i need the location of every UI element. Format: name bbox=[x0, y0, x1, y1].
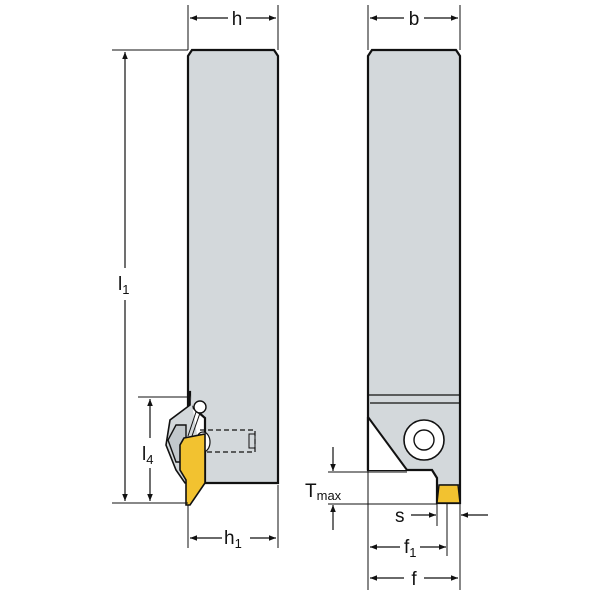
holder-shank-side bbox=[186, 48, 280, 485]
dim-label-b: b bbox=[409, 9, 420, 30]
front-view bbox=[366, 48, 462, 505]
dimensions-left: h l1 l4 h1 bbox=[112, 5, 279, 551]
clamp-lever-knob bbox=[193, 400, 207, 414]
dim-label-s: s bbox=[395, 506, 405, 527]
dim-label-h: h bbox=[232, 9, 243, 30]
dim-label-f: f bbox=[411, 569, 417, 590]
insert-front bbox=[436, 484, 461, 504]
dim-label-h1: h1 bbox=[224, 528, 242, 551]
dim-label-l1: l1 bbox=[118, 274, 129, 297]
chamfer-face bbox=[368, 397, 407, 470]
insert-side bbox=[179, 433, 206, 506]
clamp-screw-head bbox=[403, 419, 445, 461]
dim-label-f1: f1 bbox=[404, 537, 417, 560]
dim-label-tmax: Tmax bbox=[305, 481, 342, 503]
dimensions-right: b Tmax s f1 f bbox=[305, 5, 488, 590]
dim-label-l4: l4 bbox=[142, 444, 153, 467]
holder-shank-front bbox=[366, 48, 462, 505]
side-view bbox=[165, 48, 280, 506]
